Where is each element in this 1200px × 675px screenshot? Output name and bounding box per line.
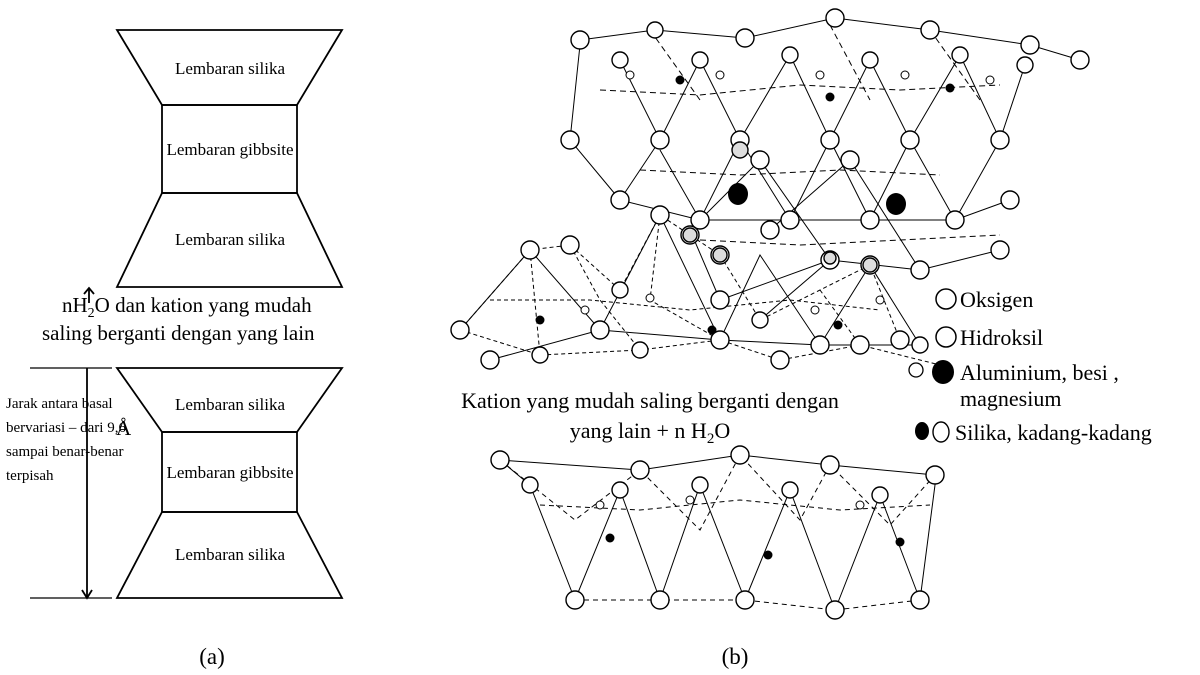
basal-spacing-line2: bervariasi – dari 9,6	[6, 420, 126, 436]
panel-a-schematic	[30, 29, 344, 600]
sheet-label-silica-3: Lembaran silika	[175, 395, 285, 414]
silica-small-atoms	[580, 70, 995, 510]
legend-hydroxyl-symbol	[935, 326, 957, 348]
interlayer-label-line2: saling berganti dengan yang lain	[42, 321, 315, 345]
caption-b: (b)	[722, 644, 749, 669]
sheet-label-silica-2: Lembaran silika	[175, 230, 285, 249]
legend: Oksigen Hidroksil Aluminium, besi , magn…	[908, 287, 1152, 445]
basal-spacing-line3: sampai benar-benar	[6, 444, 124, 460]
sheet-label-gibbsite-1: Lembaran gibbsite	[167, 140, 294, 159]
silica-sheet-bottom-1	[115, 192, 344, 288]
silica-sheet-bottom-2	[115, 511, 344, 599]
interlayer-label-line1: nH2O dan kation yang mudah	[62, 293, 312, 321]
legend-oxygen-label: Oksigen	[960, 287, 1033, 312]
silicon-solid-atoms	[535, 75, 955, 560]
panel-b-lattice	[459, 17, 1081, 612]
sheet-label-silica-1: Lembaran silika	[175, 59, 285, 78]
legend-hydroxyl-label: Hidroksil	[960, 325, 1043, 350]
upper-layer-dashed-bonds	[599, 24, 1001, 246]
legend-oxygen-small-symbol	[908, 362, 924, 378]
legend-silica-label: Silika, kadang-kadang	[955, 420, 1152, 445]
exchange-label-line2: yang lain + n H2O	[570, 418, 730, 447]
lower-layer-solid-bonds	[499, 454, 936, 612]
legend-oxygen-symbol	[935, 288, 957, 310]
caption-a: (a)	[199, 644, 225, 669]
hydroxyl-atoms	[682, 141, 878, 273]
sheet-label-gibbsite-2: Lembaran gibbsite	[167, 463, 294, 482]
lower-layer-dashed-bonds	[499, 454, 936, 611]
exchange-label-line1: Kation yang mudah saling berganti dengan	[461, 388, 839, 413]
legend-aluminium-label-line1: Aluminium, besi ,	[960, 360, 1119, 385]
aluminium-atoms	[728, 183, 906, 215]
basal-spacing-line4: terpisah	[6, 468, 54, 484]
basal-spacing-line1: Jarak antara basal	[6, 396, 113, 412]
legend-aluminium-label-line2: magnesium	[960, 386, 1061, 411]
sheet-label-silica-4: Lembaran silika	[175, 545, 285, 564]
angstrom-symbol: Å	[116, 416, 132, 440]
legend-silicon-symbol	[915, 422, 929, 440]
legend-silica-symbol	[932, 421, 950, 443]
upper-layer-solid-bonds	[569, 17, 1081, 321]
legend-aluminium-symbol	[932, 360, 954, 384]
